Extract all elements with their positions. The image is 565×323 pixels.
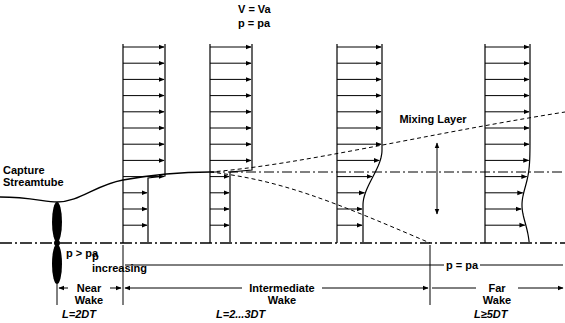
velocity-profile xyxy=(230,44,252,242)
pressure-label: p > pa xyxy=(66,247,116,259)
profile-base xyxy=(122,44,123,243)
profile-base xyxy=(209,44,210,243)
velocity-arrow xyxy=(337,111,381,112)
velocity-arrow xyxy=(337,79,381,80)
velocity-arrow xyxy=(210,192,229,193)
mixing-layer-label: Mixing Layer xyxy=(398,113,468,125)
velocity-arrow xyxy=(210,144,251,145)
velocity-arrow xyxy=(337,160,379,161)
length-label: L=2...3DT xyxy=(216,308,296,320)
region-label: Intermediate Wake xyxy=(242,282,322,306)
velocity-arrow xyxy=(337,225,362,226)
velocity-arrow xyxy=(485,160,529,161)
velocity-profiles xyxy=(123,44,530,243)
velocity-arrow xyxy=(210,63,251,64)
mixing-layer-inner xyxy=(210,172,430,243)
velocity-arrow xyxy=(123,79,164,80)
velocity-arrow xyxy=(210,209,229,210)
velocity-arrow xyxy=(485,128,529,129)
velocity-arrow xyxy=(485,63,529,64)
rotor xyxy=(52,202,62,284)
velocity-arrow xyxy=(123,160,164,161)
velocity-arrow xyxy=(337,47,381,48)
axis-centerline xyxy=(0,242,565,243)
velocity-profile xyxy=(148,44,165,242)
velocity-arrow xyxy=(485,79,529,80)
region-label: Far Wake xyxy=(476,282,518,306)
streamtube-label: Capture Streamtube xyxy=(3,164,75,188)
velocity-arrow xyxy=(123,225,147,226)
velocity-arrow xyxy=(485,47,529,48)
velocity-arrow xyxy=(123,192,147,193)
freestream-velocity: V = Va xyxy=(238,3,318,15)
mixing-layer-arrow xyxy=(437,143,438,214)
pressure-label: p = pa xyxy=(444,259,480,271)
freestream-pressure: p = pa xyxy=(238,17,318,29)
velocity-arrow xyxy=(123,63,164,64)
velocity-arrow xyxy=(485,111,529,112)
velocity-arrow xyxy=(123,128,164,129)
velocity-arrow xyxy=(337,144,381,145)
velocity-arrow xyxy=(123,111,164,112)
velocity-arrow xyxy=(337,63,381,64)
velocity-arrow xyxy=(485,176,527,177)
velocity-arrow xyxy=(337,128,381,129)
velocity-arrow xyxy=(123,209,147,210)
streamtube-continuation xyxy=(210,172,565,173)
velocity-arrow xyxy=(485,225,525,226)
velocity-arrow xyxy=(485,144,529,145)
velocity-arrow xyxy=(337,192,364,193)
velocity-arrow xyxy=(123,144,164,145)
velocity-arrow xyxy=(210,160,251,161)
velocity-arrow xyxy=(210,47,251,48)
profile-base xyxy=(336,44,337,243)
velocity-arrow xyxy=(210,111,251,112)
velocity-arrow xyxy=(210,95,251,96)
velocity-profile xyxy=(363,44,382,242)
mixing-layer-outer xyxy=(210,112,565,172)
velocity-arrow xyxy=(485,192,523,193)
velocity-arrow xyxy=(485,209,521,210)
velocity-arrow xyxy=(210,225,229,226)
velocity-arrow xyxy=(337,209,362,210)
velocity-arrow xyxy=(123,47,164,48)
velocity-arrow xyxy=(485,95,529,96)
velocity-arrow xyxy=(337,176,372,177)
velocity-arrow xyxy=(123,95,164,96)
profile-base xyxy=(484,44,485,243)
velocity-arrow xyxy=(337,95,381,96)
region-markers xyxy=(57,245,563,305)
velocity-arrow xyxy=(210,176,229,177)
velocity-profile xyxy=(522,44,530,242)
length-label: L≥5DT xyxy=(474,308,534,320)
velocity-arrow xyxy=(210,128,251,129)
pressure-trend: p increasing xyxy=(92,250,156,274)
velocity-arrow xyxy=(210,79,251,80)
length-label: L=2DT xyxy=(62,308,122,320)
region-label: Near Wake xyxy=(68,282,110,306)
